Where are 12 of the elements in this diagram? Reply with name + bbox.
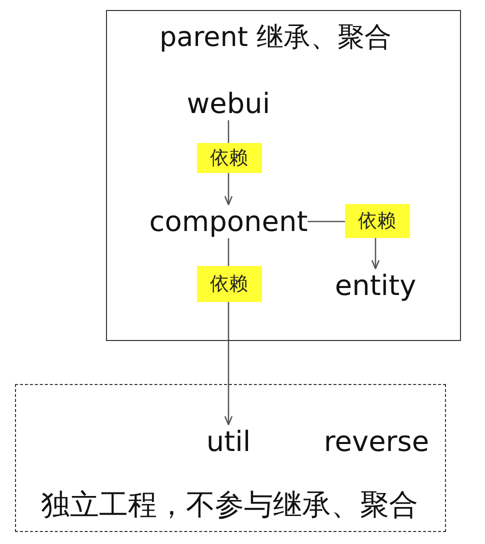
module-name: util [206, 424, 251, 458]
group-box [15, 384, 446, 532]
group-box [106, 10, 461, 341]
box-title: 独立工程，不参与继承、聚合 [41, 487, 418, 522]
box-title: parent 继承、聚合 [159, 21, 392, 54]
edge-label: 依赖 [344, 204, 410, 238]
module-name: entity [334, 268, 416, 302]
module-name: component [149, 204, 308, 238]
edge-label: 依赖 [196, 143, 262, 173]
module-name: webui [186, 86, 270, 120]
edge-label: 依赖 [196, 266, 262, 302]
module-name: reverse [324, 424, 430, 458]
